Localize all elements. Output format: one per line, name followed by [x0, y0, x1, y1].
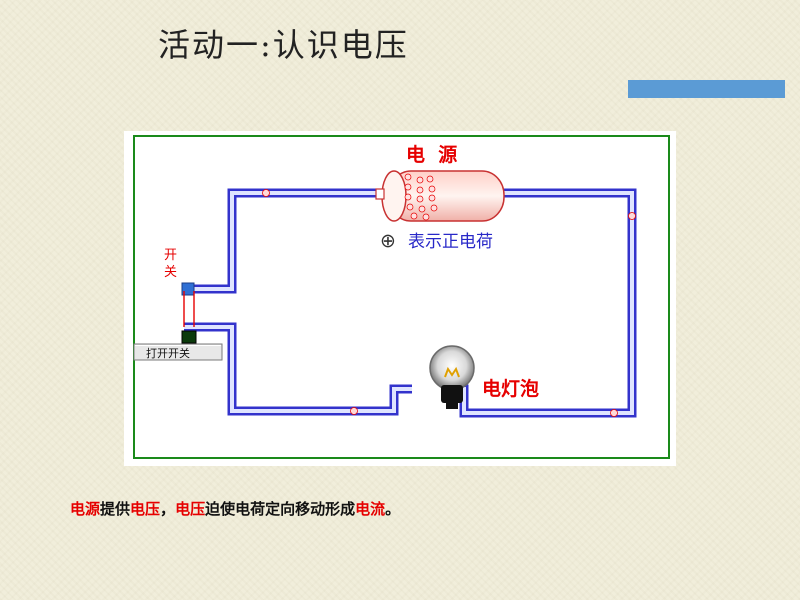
switch-label-top: 开: [164, 248, 177, 263]
bulb-label: 电灯泡: [482, 377, 539, 400]
power-source-label: 电 源: [406, 143, 457, 166]
switch-component: [181, 282, 197, 344]
caption-part: 。: [385, 500, 401, 518]
switch-label-bottom: 关: [164, 265, 177, 280]
legend-text: 表示正电荷: [408, 232, 493, 252]
caption-part: 电压: [175, 500, 206, 518]
caption: 电源提供电压，电压迫使电荷定向移动形成电流。: [70, 498, 400, 519]
circuit-svg: 电 源 ⊕ 表示正电荷 开 关 打开开关 电灯泡: [133, 135, 670, 459]
source-charges: [404, 173, 438, 221]
circuit-wires: [184, 188, 637, 418]
caption-part: 提供: [100, 500, 131, 518]
diagram-frame: [133, 135, 670, 459]
legend-symbol: ⊕: [380, 230, 396, 252]
accent-bar: [628, 80, 785, 98]
circuit-diagram: 电 源 ⊕ 表示正电荷 开 关 打开开关 电灯泡: [124, 131, 676, 466]
wire-charges: [262, 189, 636, 417]
light-bulb: [429, 345, 475, 409]
charge-marker: [610, 409, 618, 417]
caption-part: 电压: [130, 500, 161, 518]
open-switch-button-label: 打开开关: [146, 346, 190, 360]
charge-marker: [262, 189, 270, 197]
charge-marker: [350, 407, 358, 415]
caption-part: 电流: [355, 500, 386, 518]
power-source: [375, 170, 505, 222]
charge-marker: [628, 212, 636, 220]
caption-part: 迫使电荷定向移动形成: [205, 500, 356, 518]
slide-title: 活动一:认识电压: [158, 26, 409, 64]
caption-part: ，: [160, 500, 176, 518]
open-switch-button[interactable]: 打开开关: [133, 343, 223, 361]
caption-part: 电源: [70, 500, 101, 518]
